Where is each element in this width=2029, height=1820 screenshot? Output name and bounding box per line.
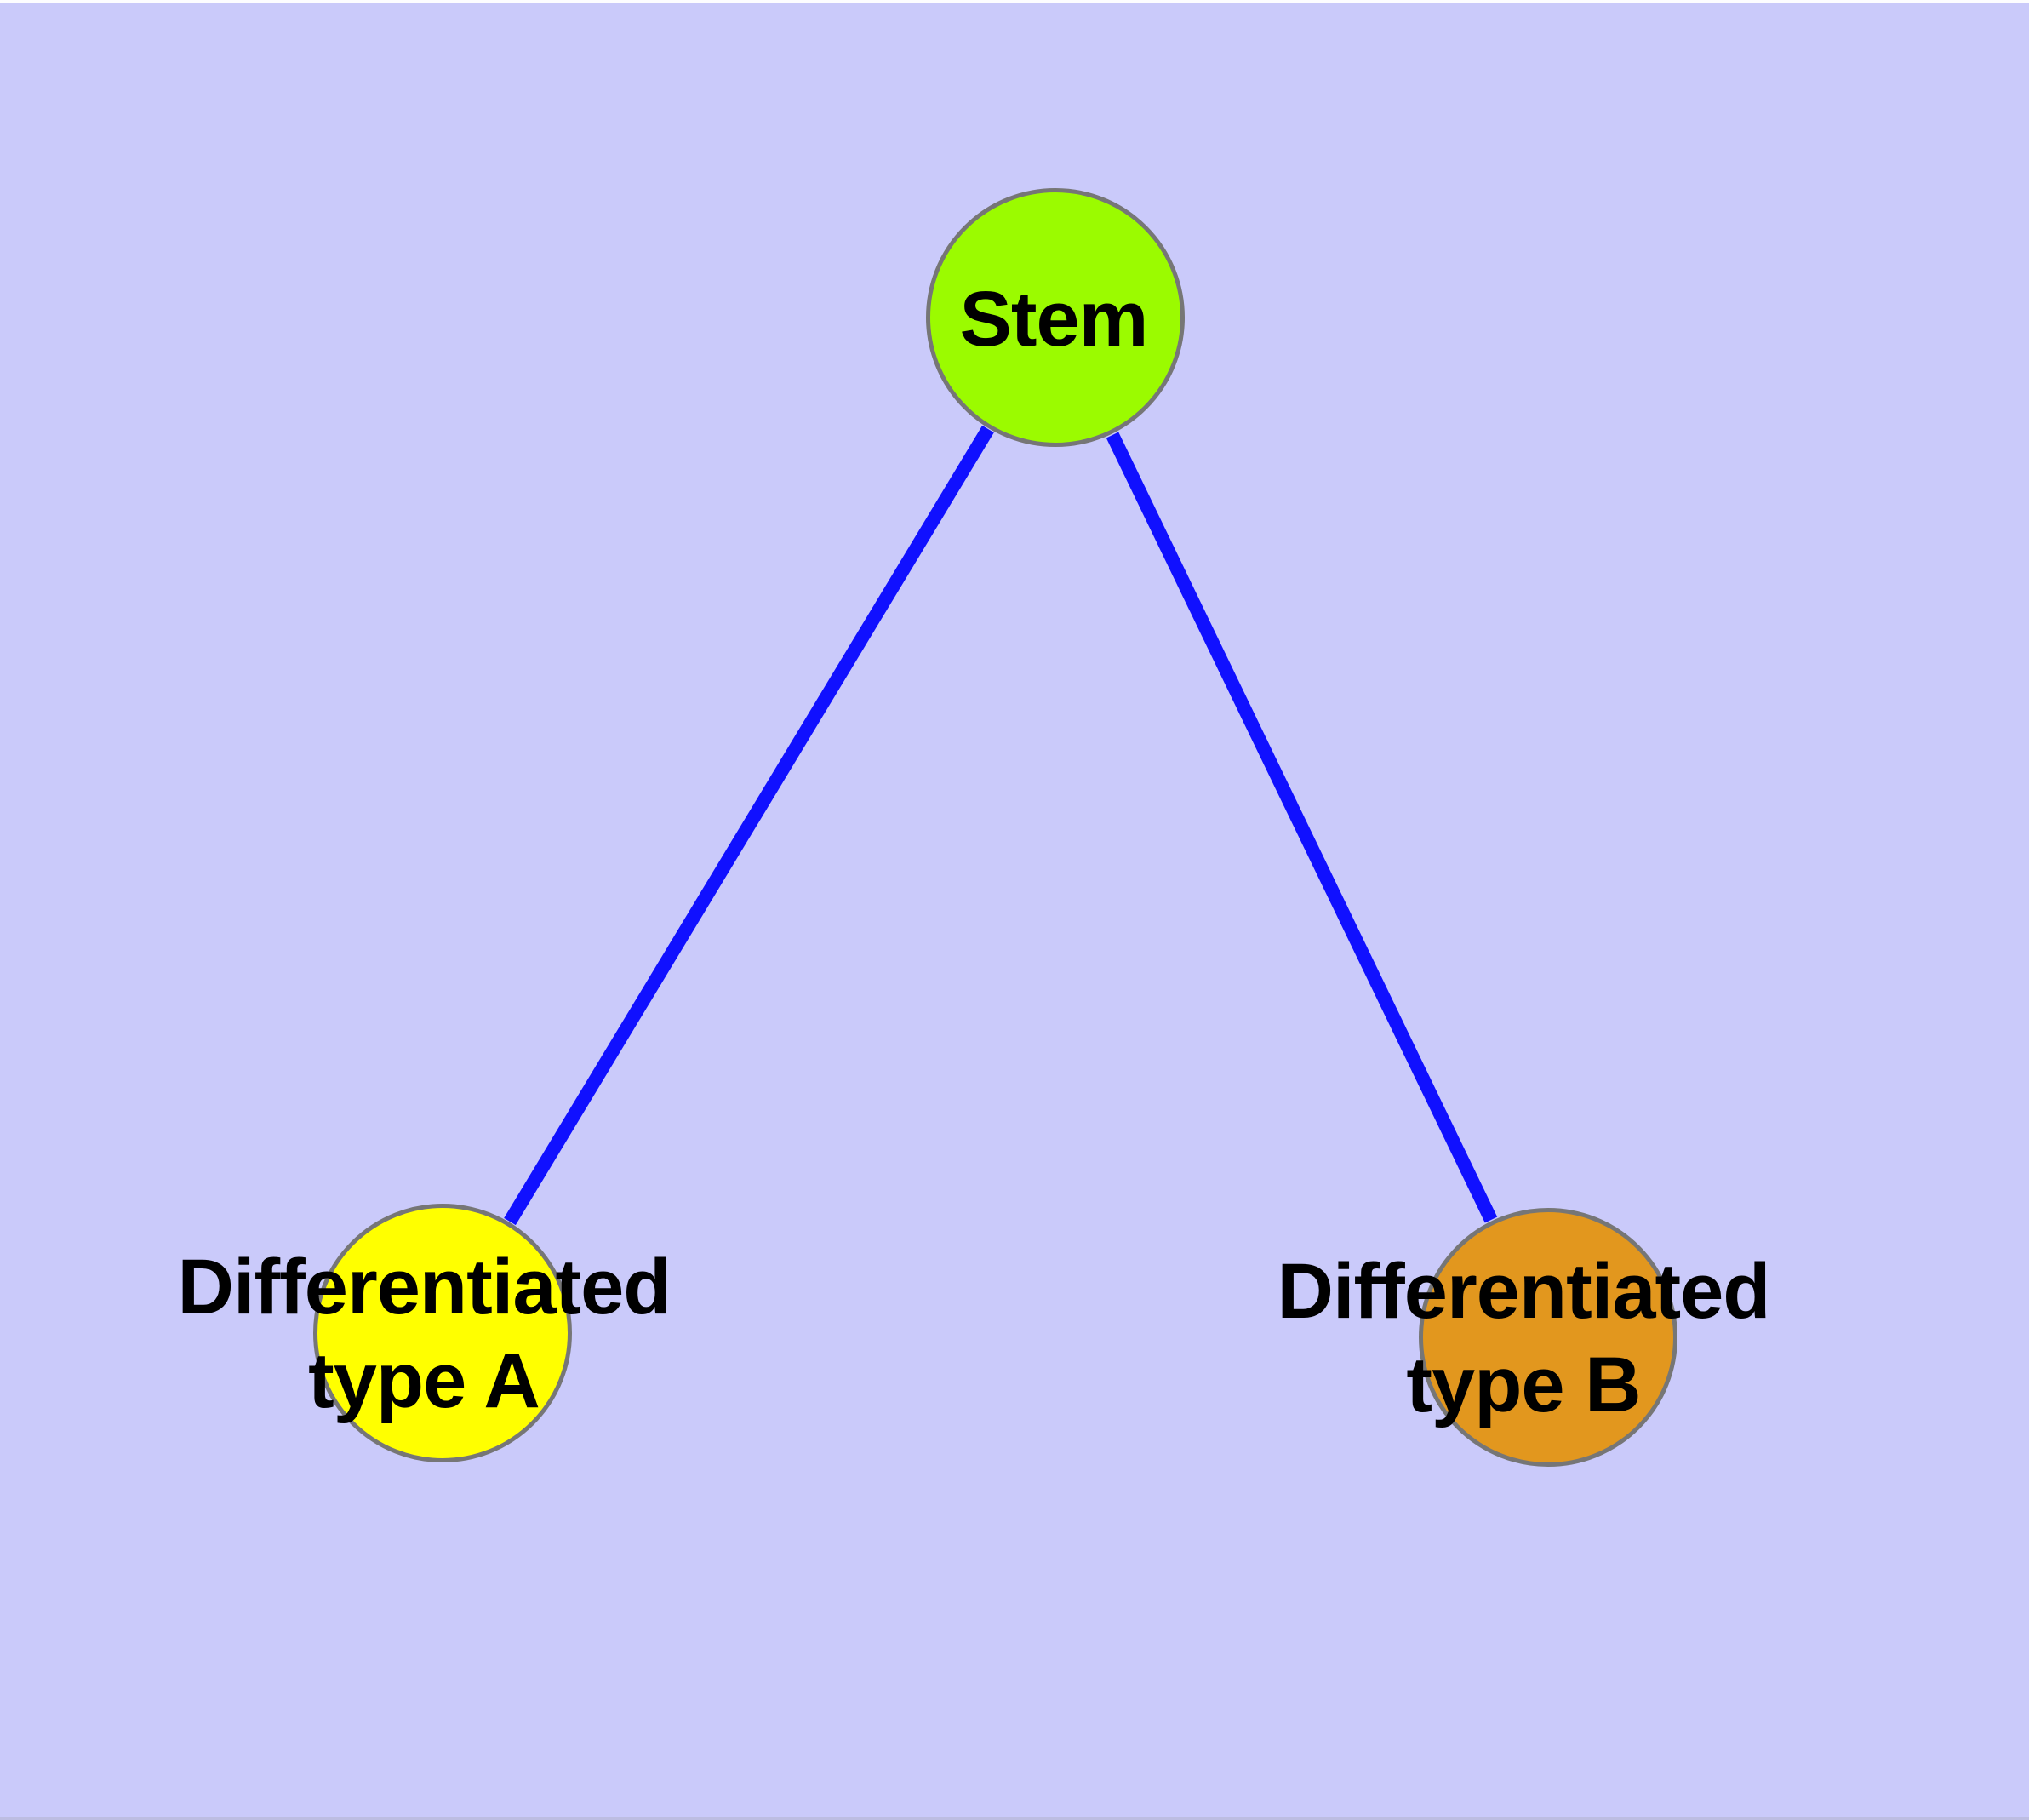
node-stem[interactable] bbox=[926, 188, 1185, 447]
label-line: type A bbox=[308, 1337, 540, 1424]
window-edge-top bbox=[0, 0, 2029, 3]
window-edge-bottom bbox=[0, 1817, 2029, 1820]
node-differentiated-type-a[interactable] bbox=[313, 1204, 572, 1462]
node-type-a-label: Differentiated type A bbox=[177, 1240, 672, 1428]
node-differentiated-type-b[interactable] bbox=[1419, 1208, 1677, 1467]
edge-stem-to-type-b bbox=[1106, 432, 1498, 1223]
label-line: Stem bbox=[959, 276, 1149, 363]
node-stem-label: Stem bbox=[959, 272, 1149, 366]
label-line: type B bbox=[1406, 1342, 1641, 1428]
edge-stem-to-type-a bbox=[504, 425, 994, 1226]
label-line: Differentiated bbox=[177, 1244, 672, 1331]
label-line: Differentiated bbox=[1277, 1248, 1771, 1335]
node-type-b-label: Differentiated type B bbox=[1277, 1245, 1771, 1432]
